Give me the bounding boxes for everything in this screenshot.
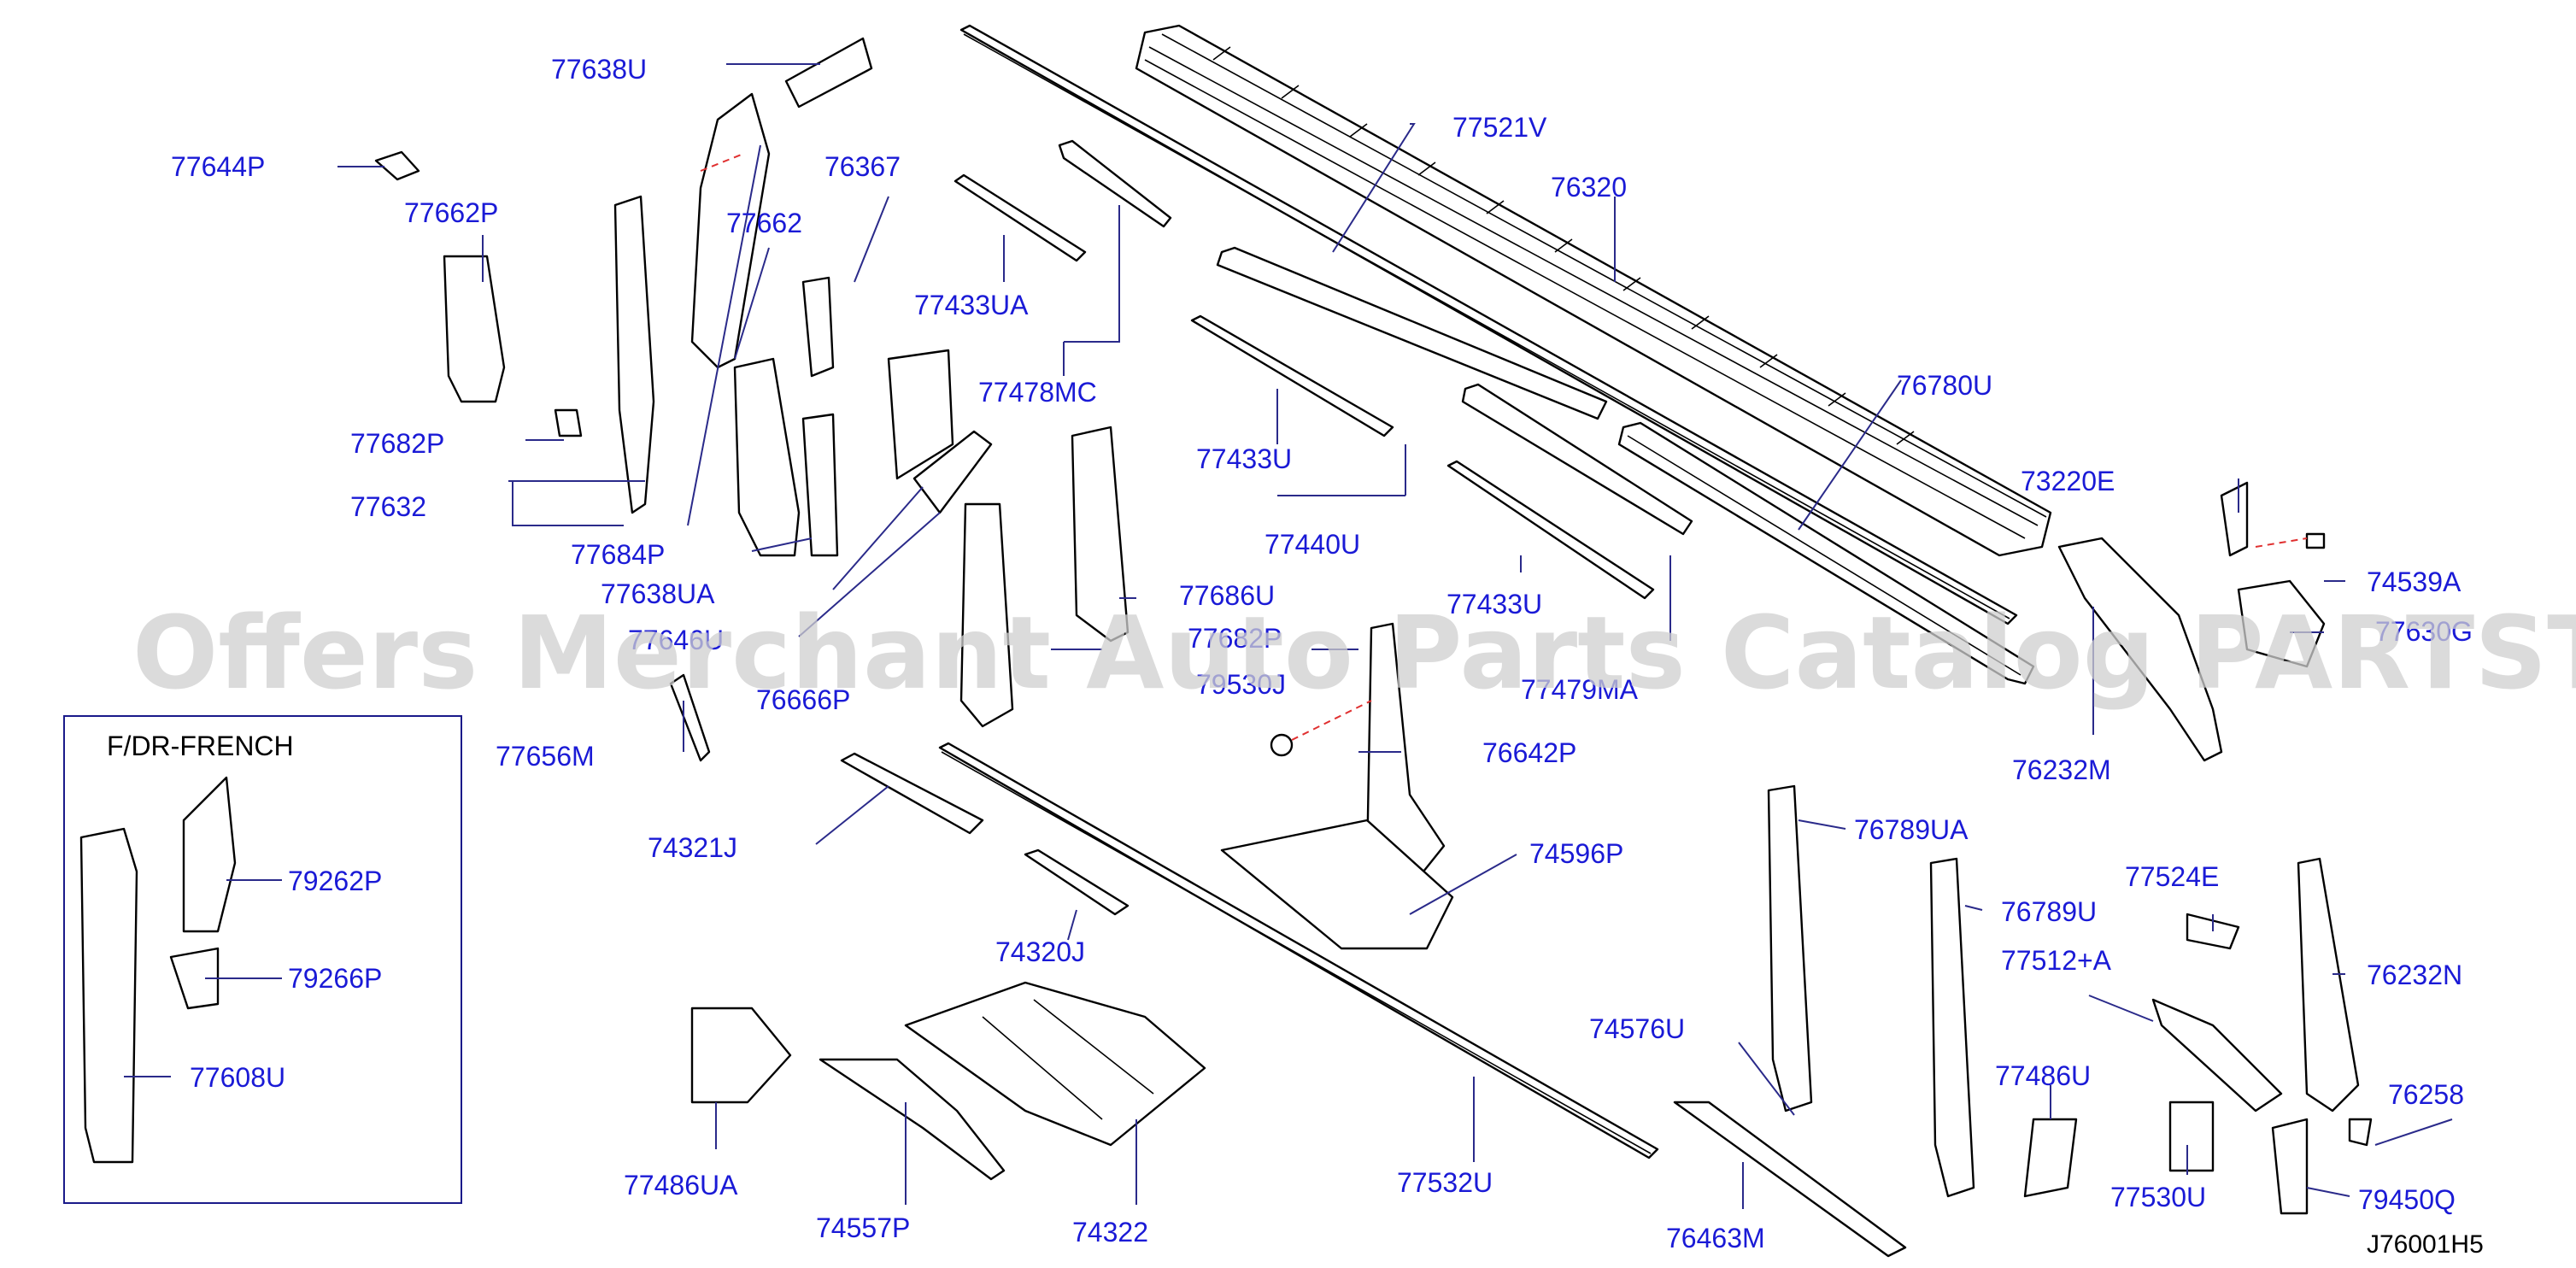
part-label-77638ua[interactable]: 77638UA	[601, 578, 715, 609]
part-label-79530j[interactable]: 79530J	[1196, 669, 1286, 700]
left-pillars-drawing	[374, 37, 1130, 728]
inset-frame	[63, 715, 462, 1204]
fasteners-drawing	[700, 153, 2326, 757]
part-label-77662p[interactable]: 77662P	[404, 197, 498, 228]
part-label-77632[interactable]: 77632	[350, 491, 426, 522]
part-label-74576u[interactable]: 74576U	[1589, 1013, 1685, 1044]
part-label-76232n[interactable]: 76232N	[2367, 960, 2462, 990]
part-label-77524e[interactable]: 77524E	[2125, 861, 2219, 892]
part-label-77608u[interactable]: 77608U	[190, 1062, 285, 1093]
part-label-77521v[interactable]: 77521V	[1452, 112, 1547, 143]
part-drawings	[79, 24, 2373, 1258]
part-label-76666p[interactable]: 76666P	[756, 684, 850, 715]
part-label-77440u[interactable]: 77440U	[1265, 529, 1360, 560]
part-label-77646u[interactable]: 77646U	[628, 625, 724, 655]
part-label-77433u[interactable]: 77433U	[1196, 443, 1292, 474]
inner-rail-drawing	[1617, 421, 2035, 685]
part-label-74322[interactable]: 74322	[1072, 1217, 1148, 1247]
part-label-73220e[interactable]: 73220E	[2021, 466, 2115, 496]
part-label-76258[interactable]: 76258	[2388, 1079, 2464, 1110]
part-label-77644p[interactable]: 77644P	[171, 151, 265, 182]
part-label-74596p[interactable]: 74596P	[1529, 838, 1623, 869]
part-label-77638u[interactable]: 77638U	[551, 54, 647, 85]
side-rail-drawing	[959, 24, 2018, 625]
part-label-76780u[interactable]: 76780U	[1897, 370, 1992, 401]
part-label-76789u[interactable]: 76789U	[2001, 896, 2097, 927]
part-label-76789ua[interactable]: 76789UA	[1854, 814, 1969, 845]
roof-rail-drawing	[1135, 24, 2052, 557]
inset-title: F/DR-FRENCH	[107, 731, 294, 761]
part-label-74321j[interactable]: 74321J	[648, 832, 737, 863]
part-label-77479ma[interactable]: 77479MA	[1521, 674, 1639, 705]
part-label-76642p[interactable]: 76642P	[1482, 737, 1576, 768]
part-label-77630g[interactable]: 77630G	[2375, 616, 2473, 647]
part-label-77662[interactable]: 77662	[726, 208, 802, 238]
part-label-77656m[interactable]: 77656M	[496, 741, 595, 772]
part-label-77433u[interactable]: 77433U	[1446, 589, 1542, 619]
watermark-text: Offers Merchant Auto Parts Catalog PARTS…	[132, 594, 2576, 712]
lower-sill-drawing	[840, 742, 1659, 1159]
upper-bars-drawing	[954, 139, 1693, 600]
part-label-77512-a[interactable]: 77512+A	[2001, 945, 2112, 976]
leader-lines	[124, 63, 2453, 1209]
center-pillar-drawing	[669, 622, 1454, 950]
part-label-77532u[interactable]: 77532U	[1397, 1167, 1493, 1198]
diagram-reference-code: J76001H5	[2367, 1230, 2484, 1259]
floor-pan-drawing	[690, 981, 1206, 1181]
part-labels: 77638U 77644P 77662P 76367 77662 77682P …	[171, 54, 2473, 1253]
part-label-74557p[interactable]: 74557P	[816, 1212, 910, 1243]
part-label-77486u[interactable]: 77486U	[1995, 1060, 2091, 1091]
part-label-77682p[interactable]: 77682P	[350, 428, 444, 459]
part-label-76367[interactable]: 76367	[824, 151, 901, 182]
part-label-77433ua[interactable]: 77433UA	[914, 290, 1029, 320]
part-label-77686u[interactable]: 77686U	[1179, 580, 1275, 611]
part-label-77478mc[interactable]: 77478MC	[978, 377, 1097, 408]
part-label-76463m[interactable]: 76463M	[1666, 1223, 1765, 1253]
part-label-77486ua[interactable]: 77486UA	[624, 1170, 738, 1200]
part-label-77682p[interactable]: 77682P	[1188, 623, 1282, 654]
inset-drawings	[79, 776, 237, 1164]
part-label-79450q[interactable]: 79450Q	[2358, 1184, 2456, 1215]
rear-quarter-drawing	[1673, 481, 2373, 1258]
part-label-76320[interactable]: 76320	[1551, 172, 1627, 203]
part-label-77684p[interactable]: 77684P	[571, 539, 665, 570]
part-label-79262p[interactable]: 79262P	[288, 866, 382, 896]
part-label-77530u[interactable]: 77530U	[2110, 1182, 2206, 1212]
part-label-74539a[interactable]: 74539A	[2367, 566, 2462, 597]
part-label-74320j[interactable]: 74320J	[995, 936, 1085, 967]
part-label-79266p[interactable]: 79266P	[288, 963, 382, 994]
part-label-76232m[interactable]: 76232M	[2012, 754, 2111, 785]
